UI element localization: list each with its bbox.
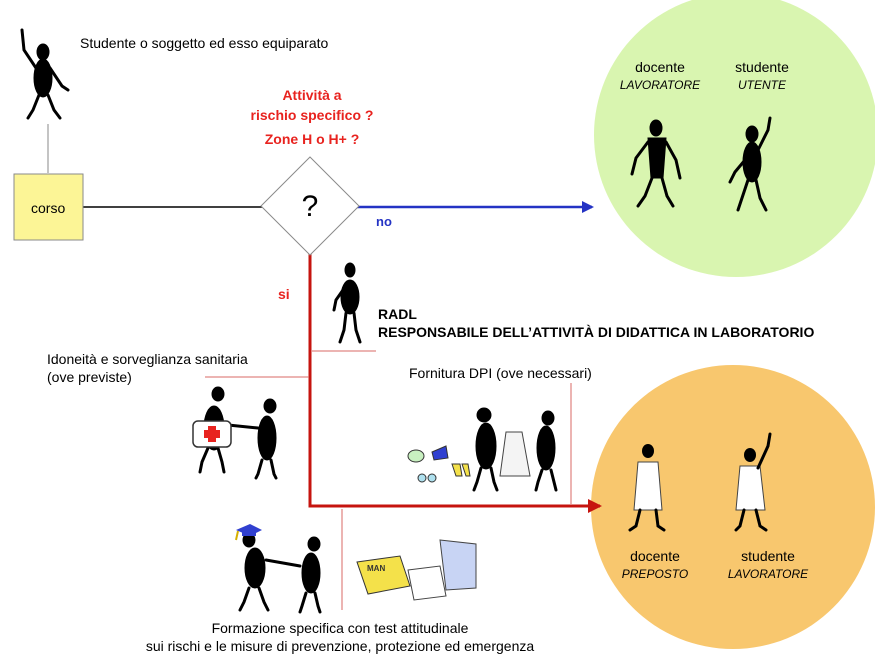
yes-label: si [278,286,290,302]
orange-teacher-status: PREPOSTO [621,567,689,581]
first-aid-kit-icon [192,420,232,448]
decision-diamond [260,156,360,256]
health-line1: Idoneità e sorveglianza sanitaria [47,351,248,367]
graduation-cap-icon [235,524,262,541]
orange-student-status: LAVORATORE [727,567,809,581]
green-outcome-circle [594,0,875,277]
green-teacher-role: docente [635,59,685,75]
training-line1: Formazione specifica con test attitudina… [211,620,469,636]
orange-teacher-figure-icon [628,444,666,532]
green-student-status: UTENTE [738,78,786,92]
no-label: no [376,214,392,229]
ppe-figures-icon [472,407,558,492]
lab-coat-icon [499,431,531,477]
student-stick-figure-icon [20,28,70,120]
health-line2: (ove previste) [47,369,132,385]
yes-arrow [308,254,602,513]
training-figures-icon [238,532,322,614]
decision-symbol: ? [301,190,319,223]
decision-question-line2: rischio specifico ? [250,107,374,123]
course-box [13,173,84,241]
ppe-items-icon [407,445,471,483]
orange-student-role: studente [741,548,795,564]
start-label: Studente o soggetto ed esso equiparato [80,35,329,51]
green-student-figure-icon [728,116,772,212]
orange-student-figure-icon [734,432,772,532]
radl-figure-icon [332,262,362,344]
orange-outcome-circle [591,365,875,649]
decision-question: Attività a rischio specifico ? Zone H o … [212,85,412,149]
decision-question-line1: Attività a [282,87,342,103]
radl-full: RESPONSABILE DELL’ATTIVITÀ DI DIDATTICA … [378,324,815,340]
green-student-role: studente [735,59,789,75]
training-line2: sui rischi e le misure di prevenzione, p… [145,638,535,654]
decision-question-line3: Zone H o H+ ? [264,131,360,147]
green-teacher-status: LAVORATORE [619,78,701,92]
orange-teacher-role: docente [630,548,680,564]
ppe-label: Fornitura DPI (ove necessari) [409,365,592,381]
manual-label: MAN [367,564,386,573]
course-box-label: corso [31,200,66,216]
radl-abbr: RADL [378,306,417,322]
manual-icon [356,539,477,601]
green-teacher-figure-icon [630,119,682,208]
